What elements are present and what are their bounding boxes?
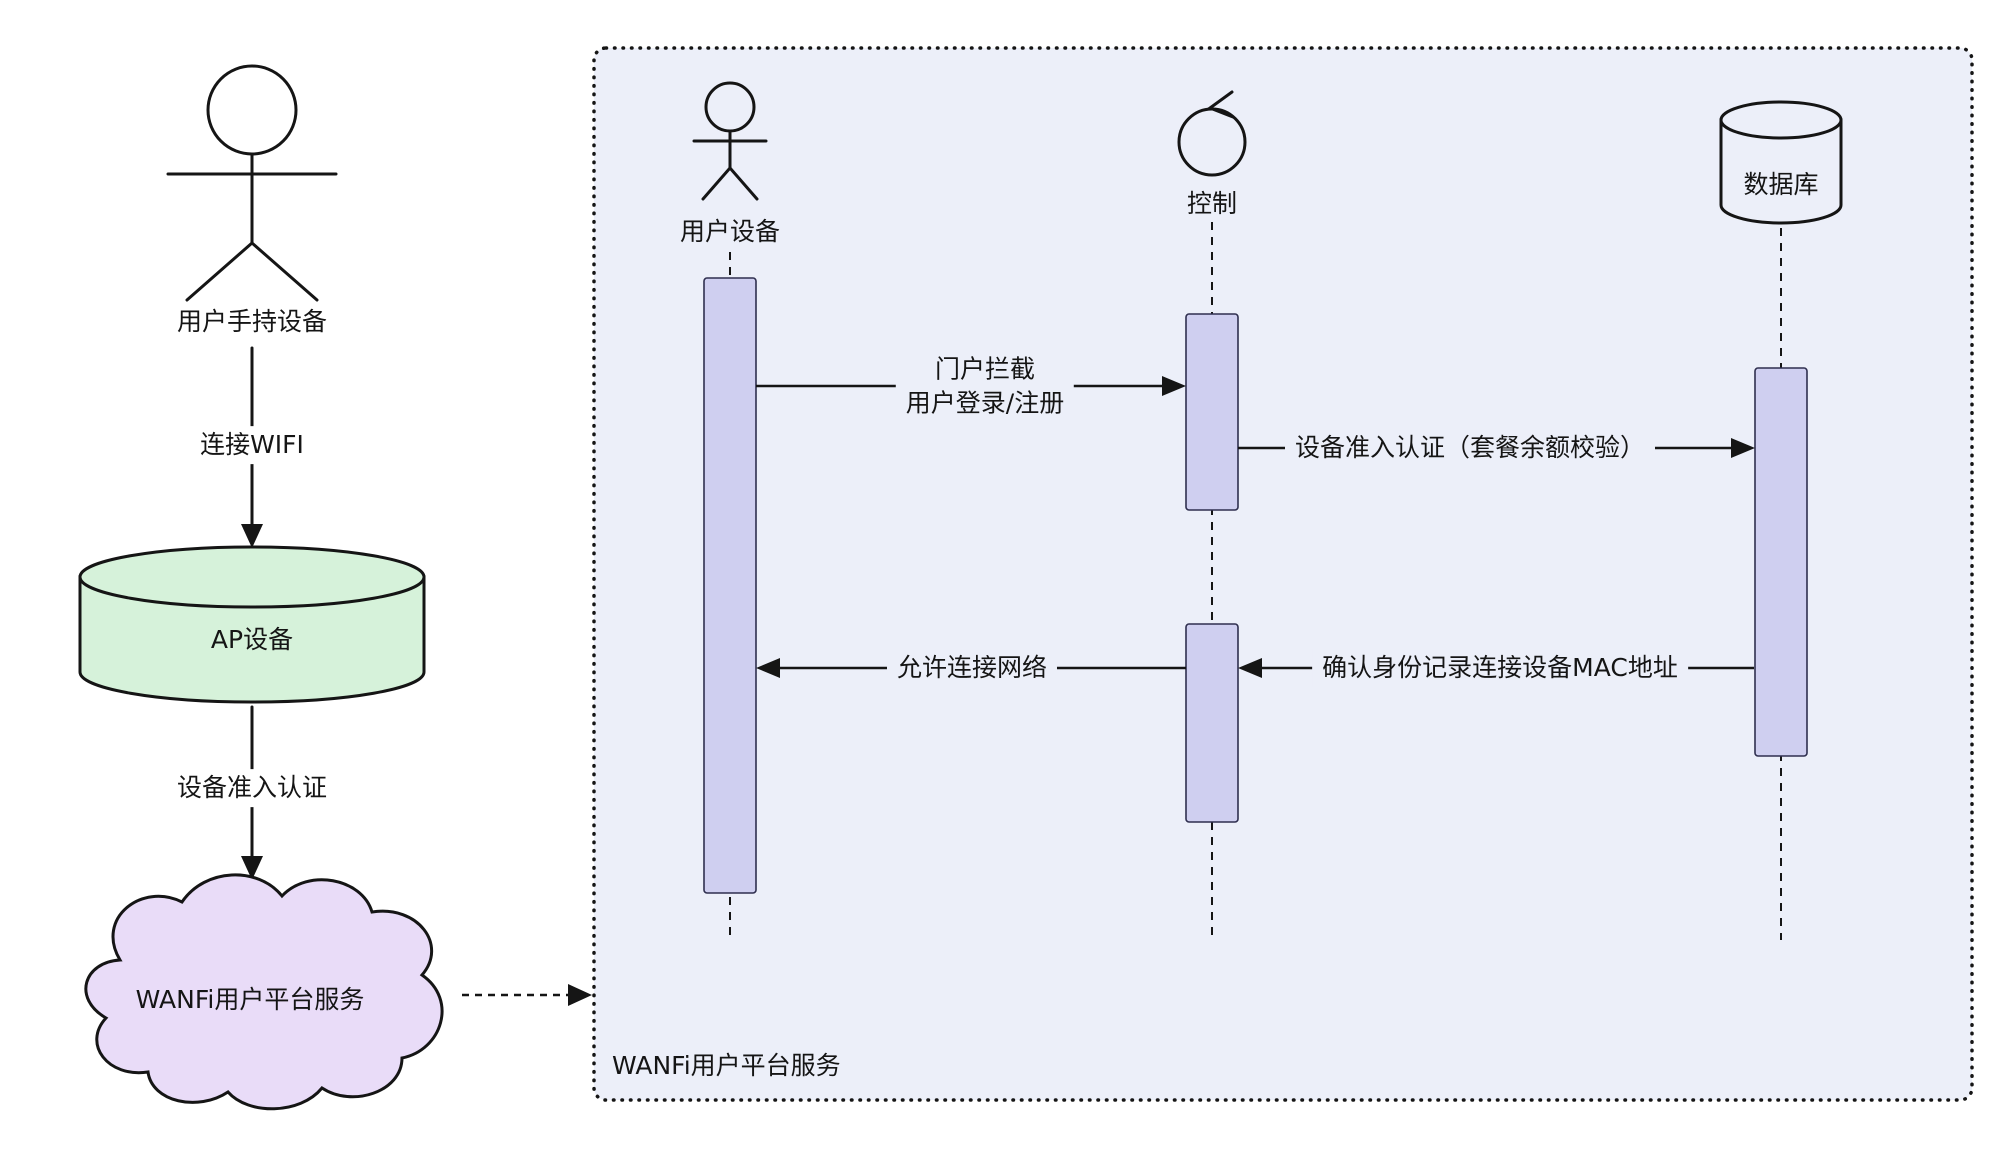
participant-database-label: 数据库 — [1743, 170, 1819, 200]
message-1-label: 门户拦截 用户登录/注册 — [895, 350, 1075, 422]
database-icon — [1719, 100, 1843, 225]
admission-label: 设备准入认证 — [168, 769, 336, 807]
message-3-label: 确认身份记录连接设备MAC地址 — [1312, 649, 1688, 687]
participant-user-device-label: 用户设备 — [679, 217, 781, 247]
ap-device-label: AP设备 — [210, 625, 294, 655]
user-actor-icon — [166, 64, 338, 302]
sequence-frame — [592, 46, 1974, 1102]
cloud-shape — [84, 873, 444, 1111]
activation-bar-database — [1754, 367, 1808, 757]
control-icon — [1177, 90, 1247, 177]
cloud-to-frame-arrow — [462, 984, 592, 1006]
activation-bar-control-2 — [1185, 623, 1239, 823]
connect-wifi-label: 连接WIFI — [192, 426, 312, 464]
ap-device-cylinder — [78, 545, 426, 704]
participant-control-label: 控制 — [1186, 189, 1238, 219]
message-2-label: 设备准入认证（套餐余额校验） — [1284, 429, 1656, 467]
message-4-label: 允许连接网络 — [886, 649, 1058, 687]
activation-bar-user-device — [703, 277, 757, 894]
user-actor-label: 用户手持设备 — [176, 307, 328, 337]
activation-bar-control-1 — [1185, 313, 1239, 511]
message-1-label-line1: 门户拦截 — [934, 354, 1035, 384]
user-device-actor-icon — [692, 81, 768, 201]
message-1-label-line2: 用户登录/注册 — [905, 388, 1065, 417]
sequence-frame-label: WANFi用户平台服务 — [612, 1051, 841, 1081]
cloud-label: WANFi用户平台服务 — [135, 985, 365, 1015]
